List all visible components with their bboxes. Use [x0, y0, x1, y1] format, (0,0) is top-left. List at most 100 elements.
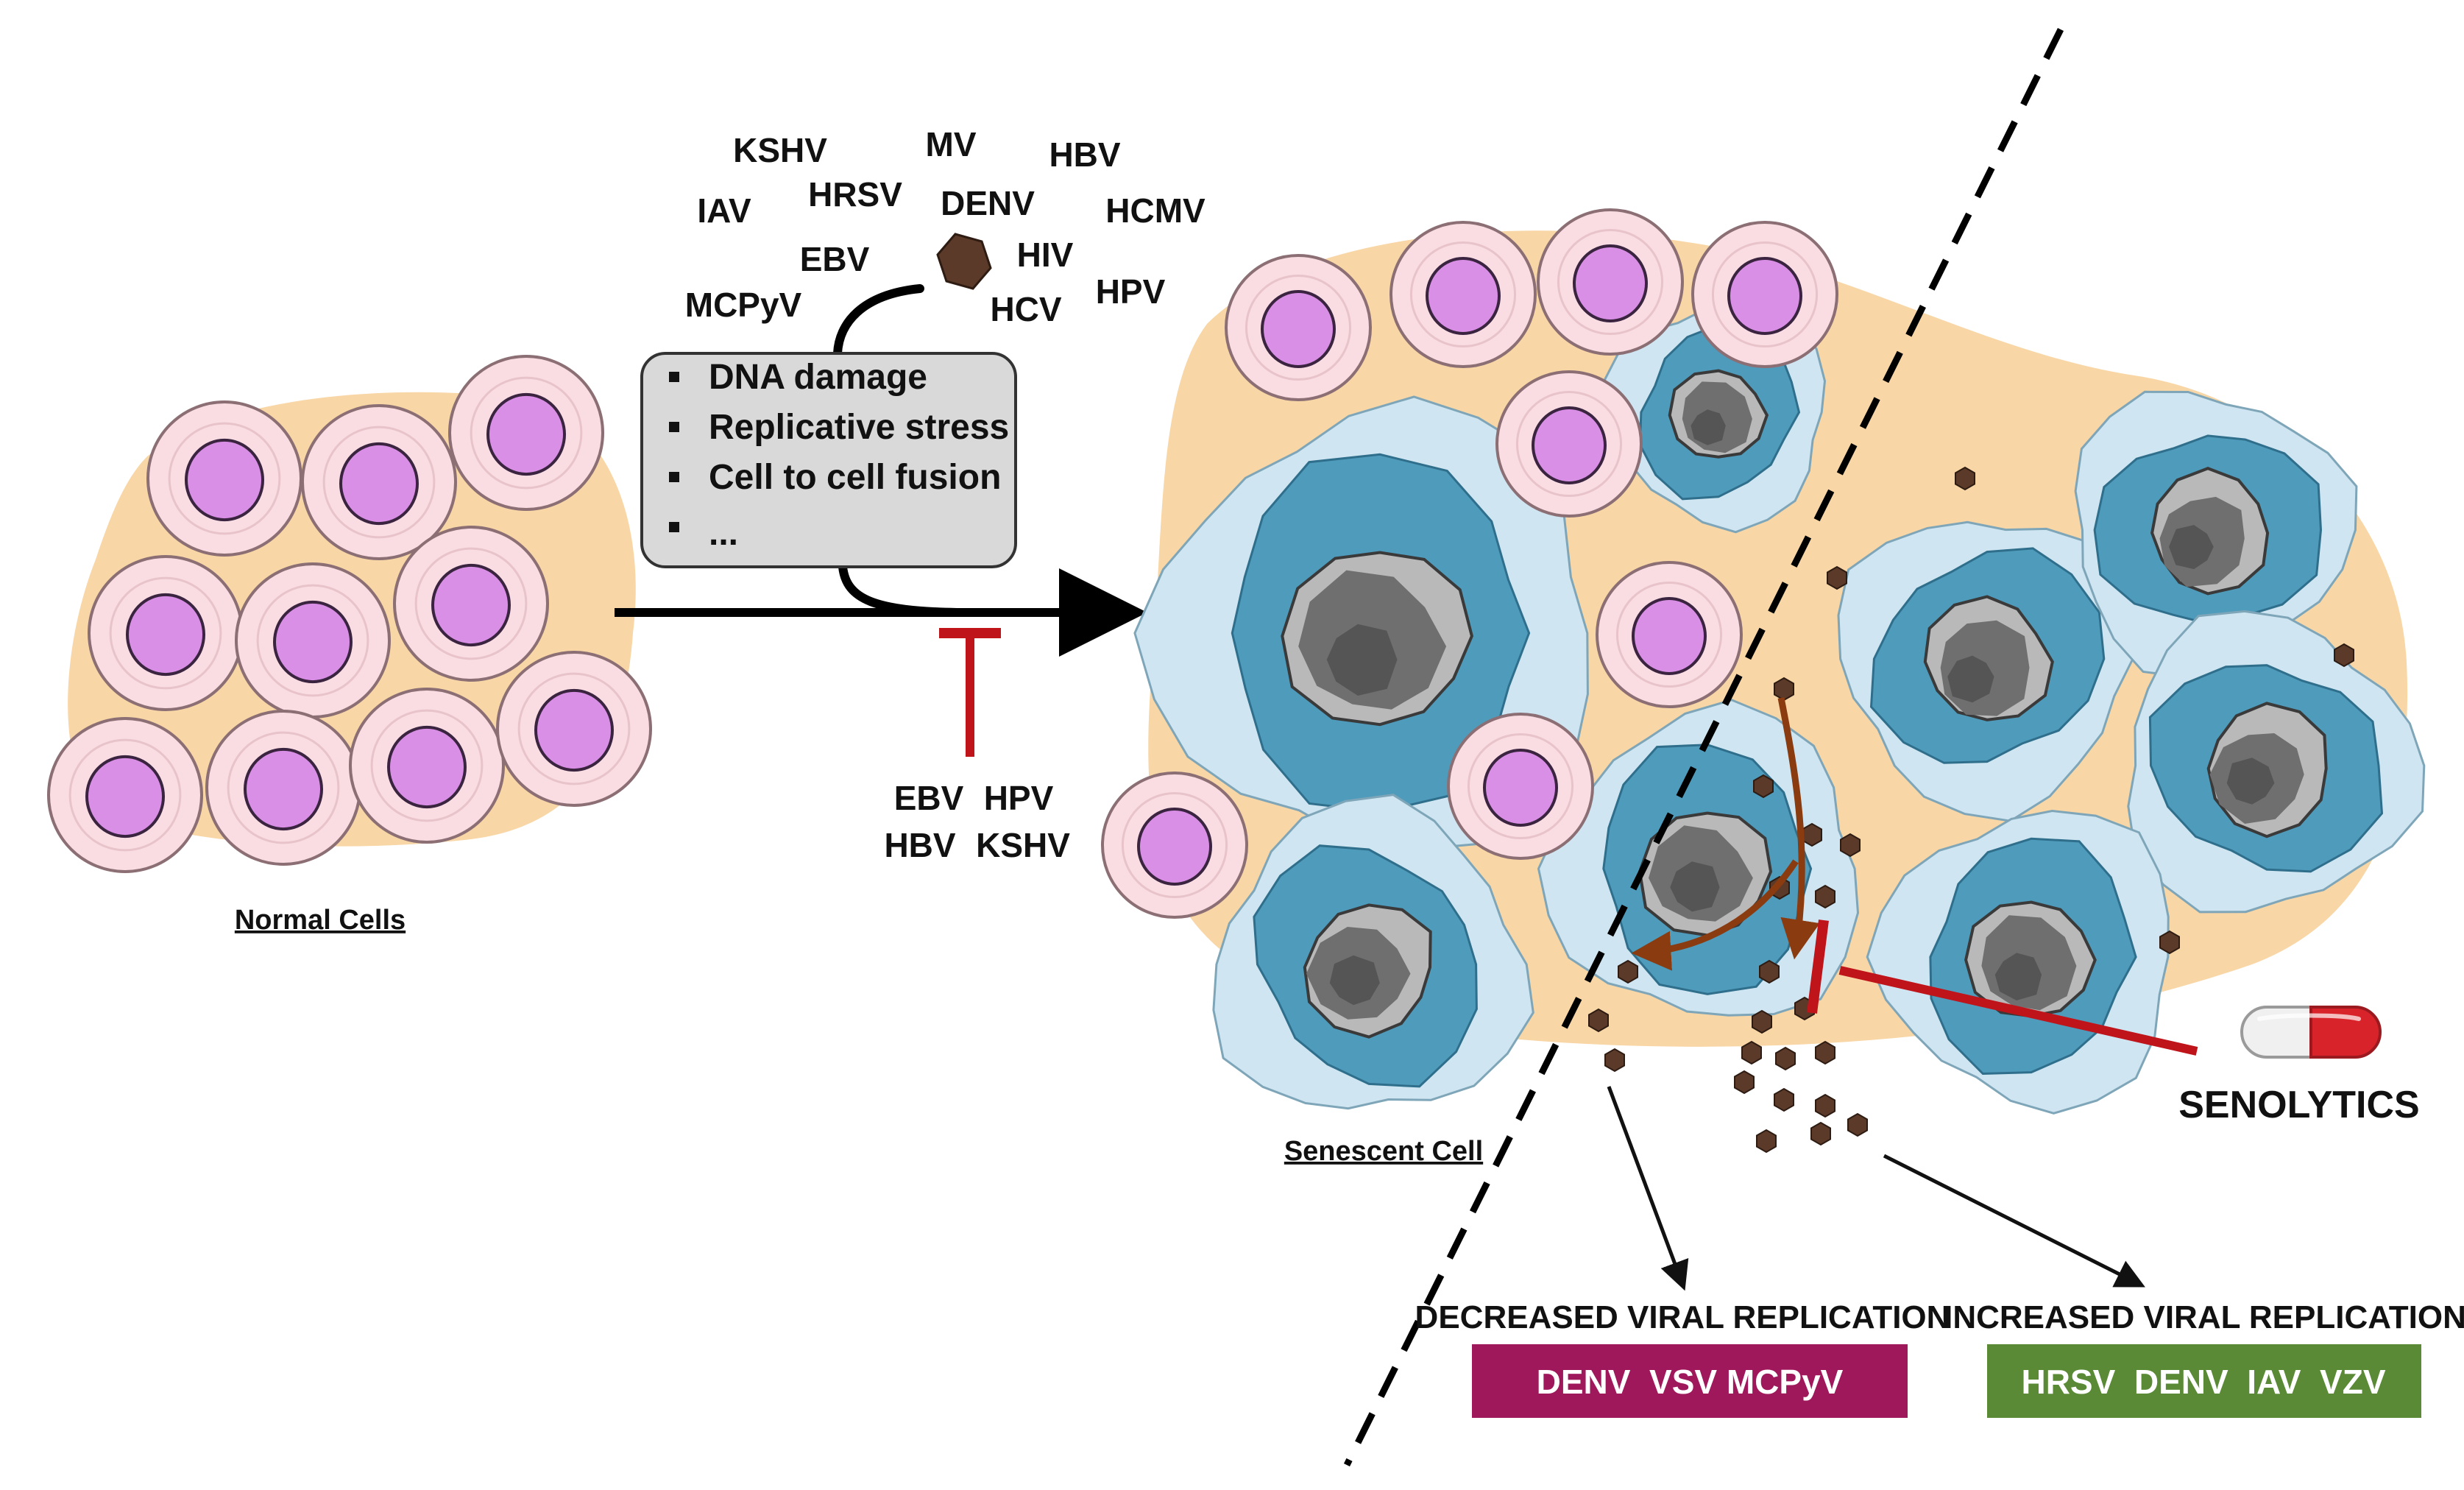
virion-icon [1752, 1009, 1772, 1034]
inhibitor-kshv: KSHV [976, 826, 1070, 864]
normal-cell [393, 526, 549, 682]
normal-cell [496, 651, 652, 807]
decreased-replication-title: DECREASED VIRAL REPLICATION [1415, 1299, 1950, 1335]
stimulus-ellipsis: ... [709, 514, 738, 553]
senolytics-inhibition-line [1838, 966, 2198, 1056]
induction-curve-bottom [838, 566, 957, 617]
induction-curve-top [833, 284, 924, 358]
cell-nucleus [185, 438, 264, 522]
normal-cell [1225, 254, 1372, 401]
virus-label-hpv: HPV [1096, 272, 1166, 311]
cell-nucleus [1573, 244, 1648, 322]
virion-icon [1827, 565, 1847, 590]
senescent-cell [2127, 610, 2426, 914]
senescent-cell [1212, 794, 1534, 1110]
virus-label-hcv: HCV [990, 290, 1061, 328]
virion-icon [1802, 822, 1822, 847]
normal-cell [1101, 772, 1248, 919]
cell-nucleus [431, 563, 511, 647]
normal-cell [1596, 561, 1743, 708]
virus-particle-icon [936, 233, 992, 290]
normal-cell [349, 688, 505, 844]
cell-nucleus [1632, 597, 1707, 675]
pill-icon [2240, 1006, 2382, 1059]
decreased-replication-panel: DECREASED VIRAL REPLICATION DENV VSV MCP… [1415, 1299, 1950, 1418]
cell-nucleus [1137, 808, 1212, 886]
cell-nucleus [244, 747, 323, 831]
virion-particles-group [1588, 466, 2354, 1154]
bullet-icon [669, 372, 679, 382]
cell-nucleus [273, 600, 353, 684]
virion-icon [1775, 1046, 1796, 1071]
virion-icon [1604, 1048, 1625, 1073]
bullet-icon [669, 522, 679, 532]
virus-label-hrsv: HRSV [808, 175, 902, 213]
cell-nucleus [1727, 257, 1802, 335]
cell-nucleus [85, 755, 165, 838]
normal-cells-caption: Normal Cells [235, 905, 406, 936]
senolytics-group: SENOLYTICS [1807, 919, 2420, 1126]
stimuli-box: DNA damage Replicative stress Cell to ce… [640, 352, 1017, 568]
virion-icon [1815, 1040, 1835, 1065]
virion-icon [1955, 466, 1975, 491]
virus-label-hcmv: HCMV [1105, 191, 1206, 230]
inhibitor-hbv: HBV [884, 826, 955, 864]
dashed-divider-line [1343, 27, 2064, 1467]
virion-icon [1734, 1070, 1755, 1095]
virion-icon [1588, 1008, 1609, 1033]
virion-icon [2334, 643, 2354, 668]
cell-nucleus [126, 593, 205, 677]
normal-cell [88, 555, 244, 711]
virion-icon [1618, 959, 1638, 984]
normal-cell [1537, 208, 1684, 356]
virion-icon [1815, 1093, 1835, 1118]
normal-cell [47, 717, 203, 873]
normal-cell [1495, 370, 1643, 518]
cell-nucleus [534, 688, 614, 772]
normal-cell [205, 710, 361, 866]
virion-icon [1840, 833, 1861, 858]
increased-replication-panel: INCREASED VIRAL REPLICATION HRSV DENV IA… [1944, 1299, 2464, 1418]
cell-nucleus [486, 392, 566, 476]
flow-arrow-down [1777, 697, 1820, 960]
virus-label-iav: IAV [697, 191, 751, 230]
virus-label-mv: MV [926, 125, 977, 163]
cell-nucleus [1532, 406, 1607, 484]
viral-flow-arrows [1631, 697, 1820, 971]
senescent-tissue: Senescent Cell [1101, 208, 2426, 1167]
normal-cell [301, 404, 457, 560]
senescent-cell-caption: Senescent Cell [1284, 1136, 1483, 1167]
cell-nucleus [1261, 290, 1336, 368]
virus-label-kshv: KSHV [733, 131, 827, 169]
bullet-icon [669, 472, 679, 482]
bullet-icon [669, 422, 679, 432]
stimulus-dna-damage: DNA damage [709, 358, 927, 397]
cell-nucleus [1426, 257, 1501, 335]
virion-icon [2159, 930, 2180, 955]
virion-icon [1815, 884, 1835, 909]
stimuli-box-background [640, 352, 1017, 568]
virion-icon [1753, 774, 1774, 799]
normal-cell [1691, 221, 1838, 368]
decreased-replication-viruses: DENV VSV MCPyV [1537, 1363, 1844, 1401]
decreased-replication-box [1472, 1344, 1908, 1418]
inducing-virus-labels: KSHV MV HBV IAV HRSV DENV HCMV EBV HIV M… [685, 125, 1206, 328]
arrow-to-decreased [1607, 1086, 1689, 1291]
virion-icon [1741, 1040, 1762, 1065]
normal-cells-cluster: Normal Cells [47, 355, 652, 936]
flow-arrow-left [1631, 859, 1799, 971]
senescent-cell [2074, 390, 2358, 679]
senescent-cell [1837, 520, 2145, 822]
senescent-cell [1866, 809, 2170, 1115]
virus-label-hbv: HBV [1049, 135, 1120, 174]
virion-icon [1759, 959, 1780, 984]
normal-cell [146, 400, 302, 557]
normal-cell [1447, 713, 1594, 860]
virion-icon [1810, 1121, 1831, 1146]
virus-label-denv: DENV [941, 184, 1035, 222]
virion-icon [1774, 677, 1794, 702]
virion-icon [1756, 1129, 1777, 1154]
stimulus-cell-fusion: Cell to cell fusion [709, 458, 1001, 497]
normal-cells-group [47, 355, 652, 873]
